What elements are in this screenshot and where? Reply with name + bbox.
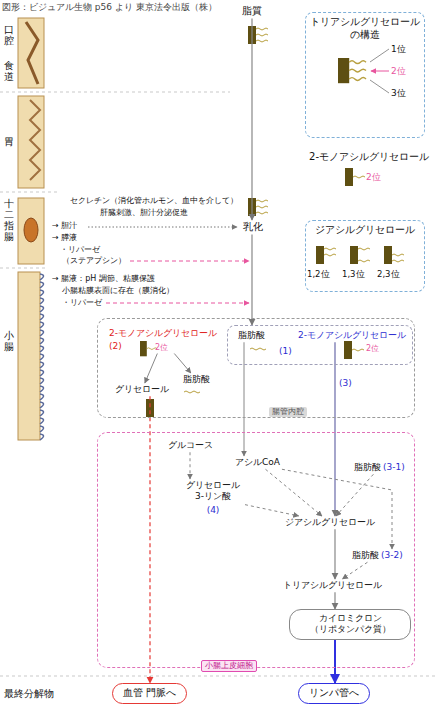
node-text: 2-モノアシルグリセロール <box>296 329 408 342</box>
flow-arrow <box>336 474 373 516</box>
molecule-node: グリセロール 3-リン酸(4) <box>181 479 245 517</box>
flow-arrow <box>282 469 392 549</box>
position-label: 2位 <box>155 343 168 353</box>
organ-label: 胃 <box>4 136 14 147</box>
node-text: 脂肪酸 <box>236 329 267 342</box>
molecule-node: グリセロール <box>113 383 171 396</box>
lipoprotein-box: カイロミクロン （リポタンパク質） <box>289 609 411 640</box>
node-text: 血管 門脈へ <box>121 686 178 701</box>
flow-arrow <box>251 235 252 326</box>
structure-box: トリアシルグリセロール の構造 <box>305 12 425 138</box>
node-text: 脂肪酸 <box>351 549 380 562</box>
flow-arrow <box>334 640 336 684</box>
node-text: 脂肪酸 <box>181 373 212 386</box>
node-text: 乳化 <box>241 220 265 235</box>
position-label: 2位 <box>391 66 406 77</box>
node-text: グルコース <box>166 439 215 452</box>
node-text: ジアシルグリセロール <box>283 516 377 529</box>
organ-label: 十二指腸 <box>4 198 14 242</box>
position-label: 2,3位 <box>377 269 400 279</box>
region-box: 小腸上皮細胞グルコースアシルCoAグリセロール 3-リン酸(4)脂肪酸(3-1)… <box>97 432 415 668</box>
group-box: (1) 脂肪酸 2-モノアシルグリセロール <box>227 325 413 365</box>
region-label: (1) <box>276 346 295 357</box>
flow-arrow <box>342 562 367 579</box>
molecule-node: アシルCoA <box>233 456 282 469</box>
position-label: 1,2位 <box>307 269 330 279</box>
node-text: トリアシルグリセロール <box>281 579 384 592</box>
molecule-node: 脂肪酸 <box>236 329 267 342</box>
destination-box: リンパ管へ <box>298 683 370 704</box>
flow-arrow <box>265 469 322 516</box>
flow-arrow <box>145 354 158 384</box>
flow-arrow <box>244 342 245 456</box>
flow-arrow <box>174 354 191 374</box>
molecule-node: トリアシルグリセロール <box>281 579 384 592</box>
node-text: 2-モノアシルグリセロール <box>307 150 431 165</box>
note-text: セクレチン（消化管ホルモン、血中を介して） <box>70 196 238 206</box>
note-text: （ステアプシン） <box>62 256 126 266</box>
node-text: (4) <box>181 504 245 517</box>
note-text: → 腸液：pH 調節、粘膜保護 <box>52 274 155 284</box>
destination-box: 血管 門脈へ <box>112 683 187 704</box>
structure-box: ジアシルグリセロール <box>305 220 425 292</box>
region-box: 腸管内腔2-モノアシルグリセロール(2)(1)脂肪酸2-モノアシルグリセロールグ… <box>97 318 415 418</box>
node-text: (3-2) <box>380 549 404 562</box>
molecule-node: 脂肪酸(3-1) <box>353 461 406 474</box>
position-label: 2位 <box>366 344 379 354</box>
source-note: 図形：ビジュアル生物 p56 より 東京法令出版（株） <box>2 2 217 13</box>
position-label: 1位 <box>391 44 406 55</box>
node-text: 2-モノアシルグリセロール <box>107 327 219 340</box>
process-label: 乳化 <box>241 220 265 235</box>
substance-label: 脂質 <box>240 4 264 19</box>
note-text: 小腸粘膜表面に存在（膜消化） <box>62 286 174 296</box>
flow-arrow <box>334 529 335 579</box>
molecule-label: 2-モノアシルグリセロール <box>307 150 431 165</box>
row-label: 最終分解物 <box>4 688 54 700</box>
molecule-node: ジアシルグリセロール <box>283 516 377 529</box>
node-text: アシルCoA <box>233 456 282 469</box>
organ-label: 食道 <box>4 60 14 82</box>
molecule-node: 脂肪酸(3-2) <box>351 549 404 562</box>
note-text: 肝臓刺激、胆汁分泌促進 <box>100 208 188 218</box>
organ-label: 口腔 <box>4 24 14 46</box>
edge-label: (3) <box>338 378 353 388</box>
node-text: ジアシルグリセロール <box>306 221 424 240</box>
organ-label: 小腸 <box>4 330 14 352</box>
flow-arrow <box>251 19 252 221</box>
node-text: グリセロール 3-リン酸 <box>181 479 245 504</box>
flow-arrow <box>149 396 150 683</box>
region-label: 腸管内腔 <box>269 407 307 417</box>
node-text: (3-1) <box>382 461 406 474</box>
node-text: 脂質 <box>240 4 264 19</box>
node-text: リンパ管へ <box>307 686 361 701</box>
note-text: ・リパーゼ <box>60 245 100 255</box>
position-label: 3位 <box>391 88 406 99</box>
flow-arrow <box>190 452 191 479</box>
flow-arrow <box>334 592 335 609</box>
flow-arrow <box>334 342 335 516</box>
flow-arrow <box>245 505 299 516</box>
node-text: カイロミクロン （リポタンパク質） <box>296 612 404 637</box>
node-text: 脂肪酸 <box>353 461 382 474</box>
region-label: 小腸上皮細胞 <box>201 660 257 672</box>
position-label: 1,3位 <box>342 269 365 279</box>
molecule-node: 脂肪酸 <box>181 373 212 386</box>
note-text: → 胆汁 <box>52 221 77 231</box>
note-text: → 膵液 <box>52 233 77 243</box>
node-text: グリセロール <box>113 383 171 396</box>
molecule-node: グルコース <box>166 439 215 452</box>
molecule-node: 2-モノアシルグリセロール <box>296 329 408 342</box>
node-text: トリアシルグリセロール の構造 <box>306 13 424 44</box>
note-text: ・リパーゼ <box>62 298 102 308</box>
position-label: 2位 <box>366 172 381 183</box>
